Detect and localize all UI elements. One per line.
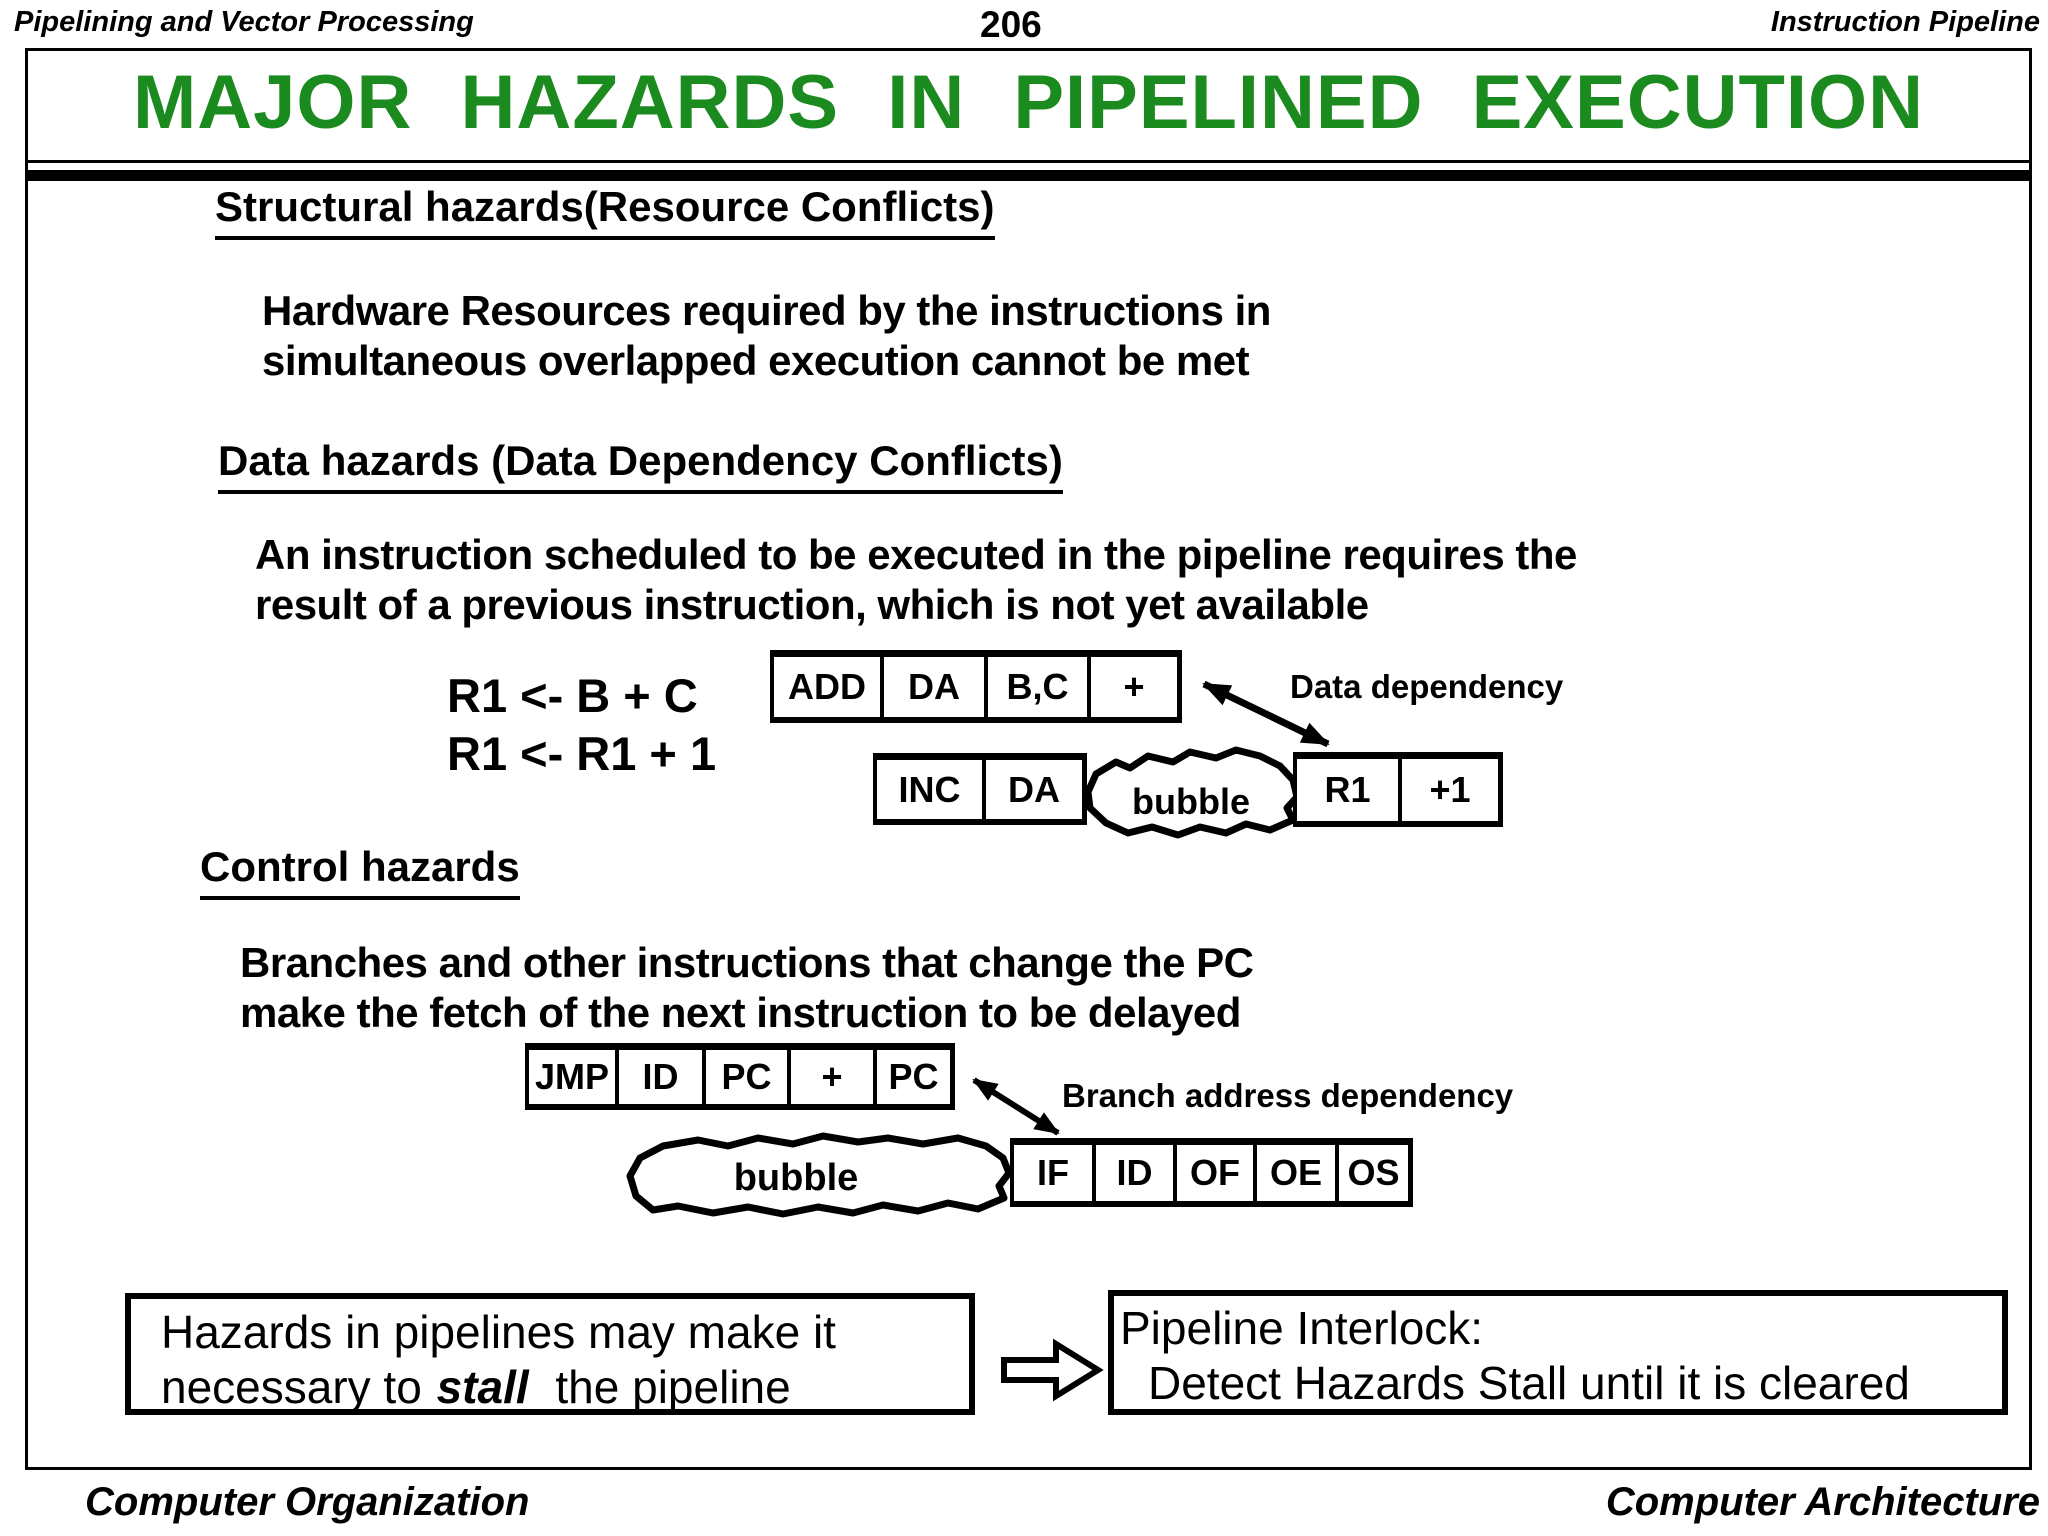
slide-title: MAJOR HAZARDS IN PIPELINED EXECUTION: [132, 60, 1925, 145]
data-body-line2: result of a previous instruction, which …: [255, 581, 1369, 628]
pipeline-cell: OS: [1335, 1145, 1413, 1201]
bubble-label: bubble: [1132, 781, 1250, 822]
stall-line2-pre: necessary to: [161, 1361, 422, 1413]
control-body-line2: make the fetch of the next instruction t…: [240, 989, 1241, 1036]
control-body-line1: Branches and other instructions that cha…: [240, 939, 1254, 986]
pipeline-add: ADD DA B,C +: [770, 650, 1182, 723]
structural-hazards-body: Hardware Resources required by the instr…: [262, 286, 1271, 386]
pipeline-cell: +: [1087, 657, 1182, 717]
pipeline-r1: R1 +1: [1293, 752, 1503, 827]
branch-dependency-label: Branch address dependency: [1062, 1077, 1514, 1114]
bubble-cloud-data: bubble: [1084, 746, 1301, 839]
control-hazards-body: Branches and other instructions that cha…: [240, 938, 1254, 1038]
code-line-2: R1 <- R1 + 1: [447, 727, 717, 780]
header-right: Instruction Pipeline: [1770, 6, 2040, 38]
stall-line2-post: the pipeline: [555, 1361, 791, 1413]
pipeline-cell: INC: [873, 760, 982, 819]
pipeline-jmp: JMP ID PC + PC: [525, 1043, 955, 1110]
pipeline-cell: OF: [1173, 1145, 1253, 1201]
stall-emphasis: stall: [436, 1361, 529, 1413]
pipeline-cell: ID: [1092, 1145, 1173, 1201]
interlock-line1: Pipeline Interlock:: [1120, 1302, 1484, 1354]
pipeline-cell: +: [787, 1050, 873, 1104]
pipeline-cell: ADD: [770, 657, 880, 717]
interlock-line2: Detect Hazards Stall until it is cleared: [1148, 1357, 1910, 1409]
pipeline-interlock-box: Pipeline Interlock: Detect Hazards Stall…: [1108, 1290, 2008, 1415]
pipeline-cell: JMP: [525, 1050, 615, 1104]
pipeline-cell: DA: [982, 760, 1087, 819]
pipeline-cell: OE: [1253, 1145, 1335, 1201]
structural-body-line2: simultaneous overlapped execution cannot…: [262, 337, 1250, 384]
title-row: MAJOR HAZARDS IN PIPELINED EXECUTION: [28, 51, 2029, 163]
stall-line1: Hazards in pipelines may make it: [161, 1306, 836, 1358]
pipeline-cell: +1: [1398, 759, 1503, 821]
pipeline-inc: INC DA: [873, 753, 1087, 825]
branch-dependency-arrow: [972, 1077, 1060, 1136]
pipeline-cell: ID: [615, 1050, 702, 1104]
data-dependency-arrow: [1202, 680, 1330, 748]
pipeline-if: IF ID OF OE OS: [1010, 1138, 1413, 1207]
bubble-cloud-branch: bubble: [626, 1132, 1013, 1218]
footer-right: Computer Architecture: [1605, 1480, 2040, 1524]
structural-hazards-heading: Structural hazards(Resource Conflicts): [215, 183, 995, 240]
bubble-label: bubble: [734, 1157, 859, 1199]
pipeline-cell: DA: [880, 657, 984, 717]
implies-arrow: [1001, 1338, 1104, 1402]
footer-left: Computer Organization: [85, 1480, 530, 1524]
header-left: Pipelining and Vector Processing: [14, 6, 474, 38]
pipeline-cell: PC: [873, 1050, 955, 1104]
header-page-number: 206: [980, 4, 1042, 45]
data-hazards-heading: Data hazards (Data Dependency Conflicts): [218, 437, 1063, 494]
code-line-1: R1 <- B + C: [447, 669, 698, 722]
data-body-line1: An instruction scheduled to be executed …: [255, 531, 1577, 578]
control-hazards-heading: Control hazards: [200, 843, 520, 900]
stall-line2: necessary to stall the pipeline: [161, 1360, 969, 1415]
pipeline-cell: IF: [1010, 1145, 1092, 1201]
stall-statement-box: Hazards in pipelines may make it necessa…: [125, 1293, 975, 1415]
pipeline-cell: B,C: [984, 657, 1087, 717]
structural-body-line1: Hardware Resources required by the instr…: [262, 287, 1271, 334]
pipeline-cell: PC: [702, 1050, 787, 1104]
title-divider-band: [28, 170, 2029, 181]
data-hazards-body: An instruction scheduled to be executed …: [255, 530, 1577, 630]
slide-frame: MAJOR HAZARDS IN PIPELINED EXECUTION: [25, 48, 2032, 1470]
data-dependency-label: Data dependency: [1290, 668, 1564, 705]
pipeline-cell: R1: [1293, 759, 1398, 821]
